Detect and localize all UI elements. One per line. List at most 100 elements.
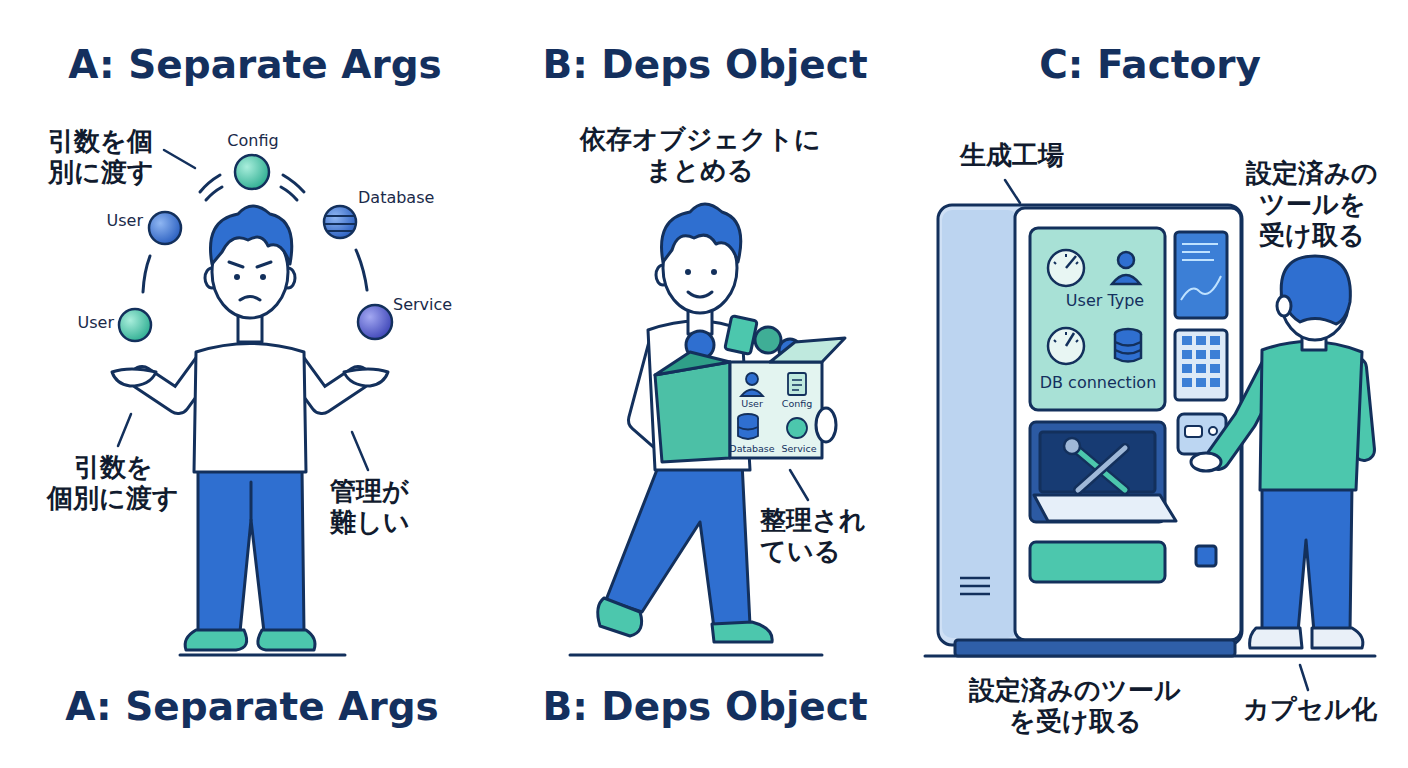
box-icon [741, 390, 763, 397]
person-b [685, 269, 691, 275]
ball-label: Config [227, 131, 278, 150]
box-item-label: Service [781, 444, 816, 454]
keypad [1210, 350, 1220, 359]
person-b [711, 269, 717, 275]
tool-icon [1078, 448, 1125, 490]
panel-title: C: Factory [1039, 42, 1261, 89]
tool-icon [1075, 448, 1125, 490]
screen-icon [1066, 333, 1074, 346]
person-b [688, 292, 712, 297]
callout-note: 管理が 難しい [330, 476, 410, 538]
callout-note: 設定済みの ツールを 受け取る [1246, 158, 1378, 252]
factory-machine [938, 205, 1242, 656]
person-a [257, 262, 271, 267]
keypad [1210, 378, 1220, 387]
box-icon [792, 380, 802, 390]
factory-machine [1175, 330, 1227, 400]
factory-machine [1034, 495, 1176, 521]
person-a [250, 482, 253, 520]
ball-label: User [78, 313, 114, 332]
person-a [229, 262, 243, 267]
person-a [112, 206, 388, 650]
keypad [1196, 336, 1206, 345]
box-icon [738, 427, 758, 430]
person-b [712, 622, 772, 642]
juggling-ball [324, 206, 356, 238]
person-c [1312, 628, 1363, 648]
screen-icon [1048, 250, 1084, 286]
screen-icon [1066, 256, 1076, 268]
deps-box [655, 316, 845, 462]
screen-icon [1054, 254, 1078, 264]
keypad [1196, 378, 1206, 387]
juggle-arc [356, 250, 367, 290]
person-a [194, 344, 306, 473]
screen-icon [1115, 334, 1141, 362]
ball-label: User [107, 211, 143, 230]
factory-machine [1175, 232, 1227, 318]
box-item-label: User [741, 399, 763, 409]
factory-machine [1040, 432, 1155, 492]
person-a [344, 369, 388, 386]
screen-icon [1115, 342, 1141, 354]
keypad [1182, 378, 1192, 387]
keypad [1182, 364, 1192, 373]
leader-line [1005, 180, 1020, 203]
keypad [1196, 350, 1206, 359]
callout-note: 整理され ている [760, 505, 866, 567]
factory-machine [955, 640, 1235, 656]
box-icon [788, 373, 806, 395]
person-c [1250, 628, 1302, 648]
deps-box [755, 327, 781, 353]
juggle-arc [281, 187, 297, 200]
deps-box [816, 408, 836, 442]
person-c [1281, 256, 1350, 324]
leader-line [164, 150, 195, 168]
ground-line [180, 654, 345, 657]
callout-note: 生成工場 [960, 140, 1064, 171]
leader-line [352, 432, 368, 470]
factory-machine [1030, 228, 1165, 410]
screen-icon [1054, 332, 1078, 342]
keypad [1196, 364, 1206, 373]
person-a [198, 468, 304, 632]
panel-title: A: Separate Args [68, 42, 442, 89]
panel-title: A: Separate Args [65, 684, 439, 731]
box-icon [787, 418, 807, 438]
screen-icon [1048, 328, 1084, 364]
person-c [1191, 256, 1364, 648]
keypad [1182, 336, 1220, 387]
keypad [1182, 336, 1192, 345]
keypad [1210, 336, 1220, 345]
factory-machine [1030, 542, 1165, 582]
juggling-ball [119, 155, 392, 341]
deps-box [770, 338, 845, 362]
factory-machine [1015, 208, 1241, 640]
juggle-arc [206, 187, 222, 200]
factory-machine [1196, 546, 1216, 566]
deps-box [655, 362, 730, 462]
person-a [240, 297, 260, 301]
person-b [598, 204, 772, 642]
factory-machine [1181, 276, 1221, 300]
factory-machine [942, 210, 1018, 638]
person-c [1191, 453, 1221, 471]
person-b [598, 598, 642, 636]
box-item-label: Database [729, 444, 774, 454]
factory-machine [960, 578, 990, 594]
person-a [234, 274, 240, 280]
leader-line [1300, 665, 1308, 690]
person-c [1262, 485, 1352, 632]
juggle-arc [143, 256, 150, 292]
deps-box: User ConfigDatabase Service [730, 362, 822, 458]
factory-machine [1209, 427, 1217, 435]
factory-machine [1182, 244, 1218, 260]
panel-title: B: Deps Object [542, 42, 867, 89]
panel-title: B: Deps Object [542, 684, 867, 731]
tool-icon [1078, 448, 1125, 490]
juggling-ball [325, 216, 355, 231]
factory-machine [938, 205, 1242, 645]
deps-box [730, 362, 822, 458]
box-item-label: Config [782, 399, 812, 409]
